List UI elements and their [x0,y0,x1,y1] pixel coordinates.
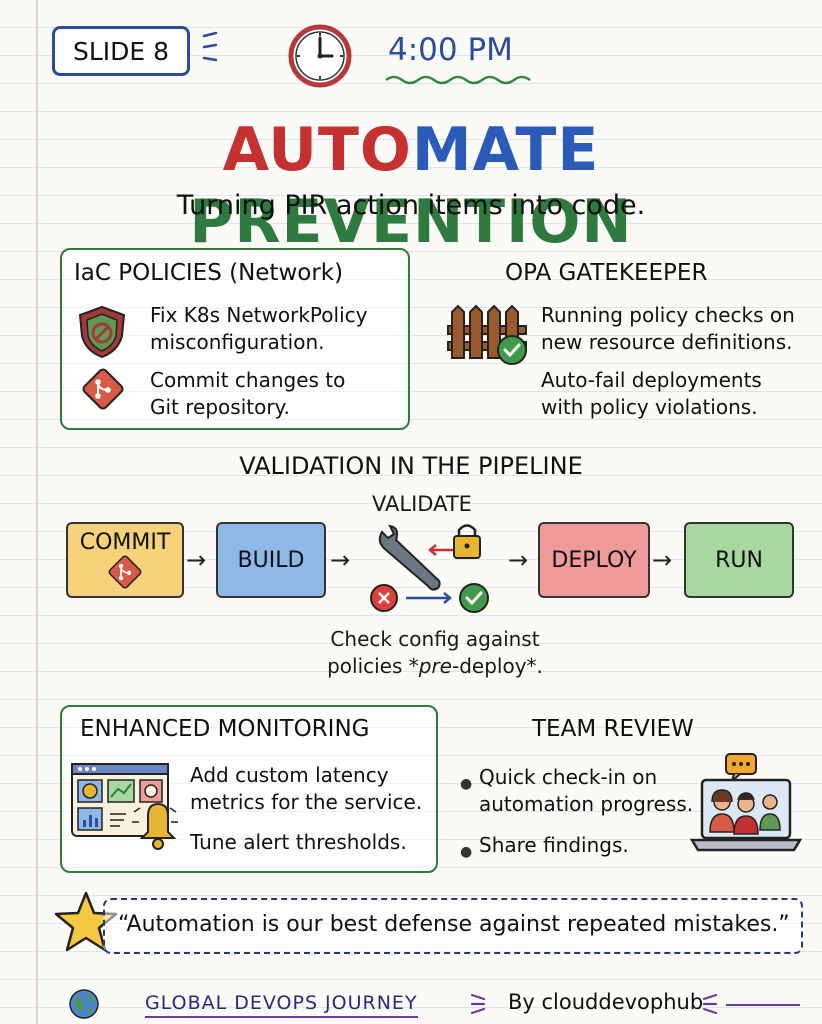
dashboard-alert-icon [70,760,182,864]
iac-item2-line2: Git repository. [150,395,290,419]
pipeline-note: Check config against policies *pre-deplo… [0,626,822,680]
title-word-prevention: PREVENTION [189,187,633,257]
monitoring-item1-line2: metrics for the service. [190,790,423,814]
arrow-deploy-run-icon: → [652,546,673,574]
shield-block-icon [76,304,128,364]
pipeline-note-line2: policies *pre-deploy*. [0,653,822,680]
opa-item1-line1: Running policy checks on [541,303,795,327]
pipeline-heading: VALIDATION IN THE PIPELINE [239,452,583,480]
stage-run: RUN [684,522,794,598]
iac-policies-heading: IaC POLICIES (Network) [74,260,344,286]
emphasis-marks-icon [200,30,220,69]
opa-item-auto-fail: Auto-fail deployments with policy violat… [541,367,762,421]
globe-icon [68,988,100,1024]
iac-item-fix-networkpolicy: Fix K8s NetworkPolicy misconfiguration. [150,302,367,356]
validate-label: VALIDATE [372,492,472,516]
stage-commit: COMMIT [66,522,184,598]
monitoring-item-latency-metrics: Add custom latency metrics for the servi… [190,762,422,816]
footer-author-label: By clouddevophub [508,990,704,1014]
page-subtitle: Turning PIR action items into code. [176,190,646,221]
emphasis-marks-icon [700,990,720,1022]
notebook-margin-line [36,0,38,1024]
pipeline-note-post: -deploy*. [452,654,543,678]
title-word-mate: MATE [411,115,600,185]
bullet-icon: ● [460,844,473,860]
footer-journey-label: GLOBAL DEVOPS JOURNEY [145,992,418,1018]
commit-git-icon [108,555,142,589]
opa-item-running-checks: Running policy checks on new resource de… [541,302,795,356]
quote-box [103,898,803,954]
review-item-check-in: Quick check-in on automation progress. [479,764,693,818]
bullet-icon: ● [460,776,473,792]
title-word-auto: AUTO [222,115,412,185]
opa-item2-line1: Auto-fail deployments [541,368,762,392]
stage-build: BUILD [216,522,326,598]
iac-item1-line1: Fix K8s NetworkPolicy [150,303,368,327]
review-item1-line2: automation progress. [479,792,694,816]
arrow-commit-build-icon: → [186,546,207,574]
stage-deploy-label: DEPLOY [551,547,637,573]
pipeline-note-emphasis: pre [418,654,452,678]
video-call-laptop-icon [689,752,803,860]
stage-run-label: RUN [715,547,763,573]
stage-deploy: DEPLOY [538,522,650,598]
time-underline-squiggle [384,70,534,85]
emphasis-marks-icon [468,990,488,1022]
fence-check-icon [444,300,530,372]
iac-item-commit-git: Commit changes to Git repository. [150,367,345,421]
git-icon [80,366,126,416]
monitoring-heading: ENHANCED MONITORING [80,716,370,742]
monitoring-item1-line1: Add custom latency [190,763,389,787]
review-item-share-findings: Share findings. [479,833,629,857]
footer-rule [726,1004,800,1006]
opa-item2-line2: with policy violations. [541,395,758,419]
stage-build-label: BUILD [237,547,305,573]
arrow-build-validate-icon: → [330,546,351,574]
page-title: AUTOMATE PREVENTION [0,114,822,258]
pipeline-note-pre: policies * [327,654,419,678]
quote-text: “Automation is our best defense against … [118,912,790,937]
opa-gatekeeper-heading: OPA GATEKEEPER [505,260,708,286]
opa-item1-line2: new resource definitions. [541,330,793,354]
stage-commit-label: COMMIT [79,530,171,555]
validate-tools-icon [362,520,502,622]
review-item1-line1: Quick check-in on [479,765,658,789]
arrow-validate-deploy-icon: → [508,546,529,574]
slide-number-badge: SLIDE 8 [52,26,190,76]
monitoring-item-alert-thresholds: Tune alert thresholds. [190,830,407,854]
team-review-heading: TEAM REVIEW [532,716,694,742]
iac-item2-line1: Commit changes to [150,368,346,392]
clock-icon [288,24,352,88]
iac-item1-line2: misconfiguration. [150,330,325,354]
pipeline-note-line1: Check config against [330,627,540,651]
time-label: 4:00 PM [388,32,513,68]
slide-number-label: SLIDE 8 [72,36,170,66]
